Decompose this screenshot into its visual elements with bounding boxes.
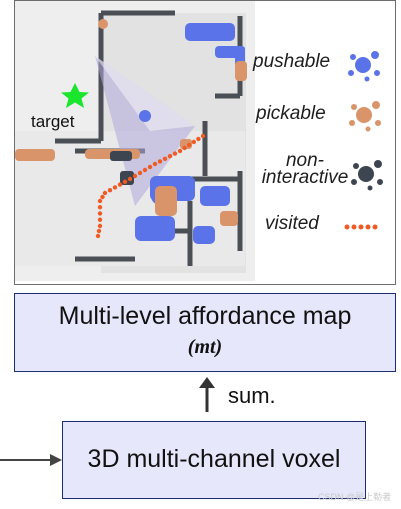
voxel-title: 3D multi-channel voxel xyxy=(87,445,341,473)
up-arrowhead xyxy=(199,377,215,388)
affordance-map-title: Multi-level affordance map xyxy=(58,302,352,330)
dark-splat-icon xyxy=(351,160,383,191)
target-label: target xyxy=(31,112,75,131)
legend-non-interactive-label: non-interactive xyxy=(261,150,349,188)
sum-label: sum. xyxy=(228,383,276,408)
target-star xyxy=(61,83,89,108)
orange-splat-icon xyxy=(349,101,381,132)
legend-pushable-label: pushable xyxy=(253,51,331,72)
visited-path xyxy=(95,133,206,239)
visited-dot xyxy=(122,179,128,184)
visited-dot xyxy=(97,217,103,222)
visited-dot xyxy=(152,161,158,167)
visited-dot xyxy=(100,194,105,200)
floor-plan-map: target xyxy=(15,1,383,281)
visited-dot xyxy=(127,176,133,182)
visited-dot xyxy=(96,228,102,234)
visited-dot xyxy=(177,148,183,154)
affordance-map-symbol: (mt) xyxy=(187,336,223,358)
voxel-box: 3D multi-channel voxel xyxy=(62,421,366,499)
visited-dot xyxy=(147,164,153,170)
visited-dot xyxy=(172,151,178,156)
visited-dot xyxy=(97,223,103,229)
visited-dot xyxy=(102,190,108,196)
blue-splat-icon xyxy=(348,51,380,82)
visited-dot xyxy=(97,205,103,210)
visited-dot xyxy=(97,198,103,204)
visited-dot xyxy=(191,139,196,145)
watermark: CSDN @是上勒者 xyxy=(318,492,392,502)
visited-dot xyxy=(117,182,123,187)
visited-dot xyxy=(187,142,192,148)
visited-dot xyxy=(112,185,118,190)
visited-dot xyxy=(157,159,163,164)
visited-dot xyxy=(162,156,168,161)
visited-dot xyxy=(132,173,138,179)
legend-pickable-label: pickable xyxy=(256,103,326,124)
visited-dot xyxy=(142,167,148,173)
legend-visited-label: visited xyxy=(265,213,319,234)
visited-dot xyxy=(167,154,173,159)
affordance-map-box: Multi-level affordance map (mt) xyxy=(14,293,396,372)
visited-dot xyxy=(95,233,101,239)
red-dots-icon xyxy=(344,224,378,230)
input-arrowhead xyxy=(50,454,62,466)
visited-dot xyxy=(200,133,206,139)
visited-dot xyxy=(97,211,103,216)
visited-dot xyxy=(196,136,201,142)
visited-dot xyxy=(107,188,113,193)
visited-dot xyxy=(137,170,143,176)
affordance-map-panel: target pushable pickable non-interactive… xyxy=(14,0,396,285)
visited-dot xyxy=(182,145,187,151)
view-cone xyxy=(95,56,195,206)
